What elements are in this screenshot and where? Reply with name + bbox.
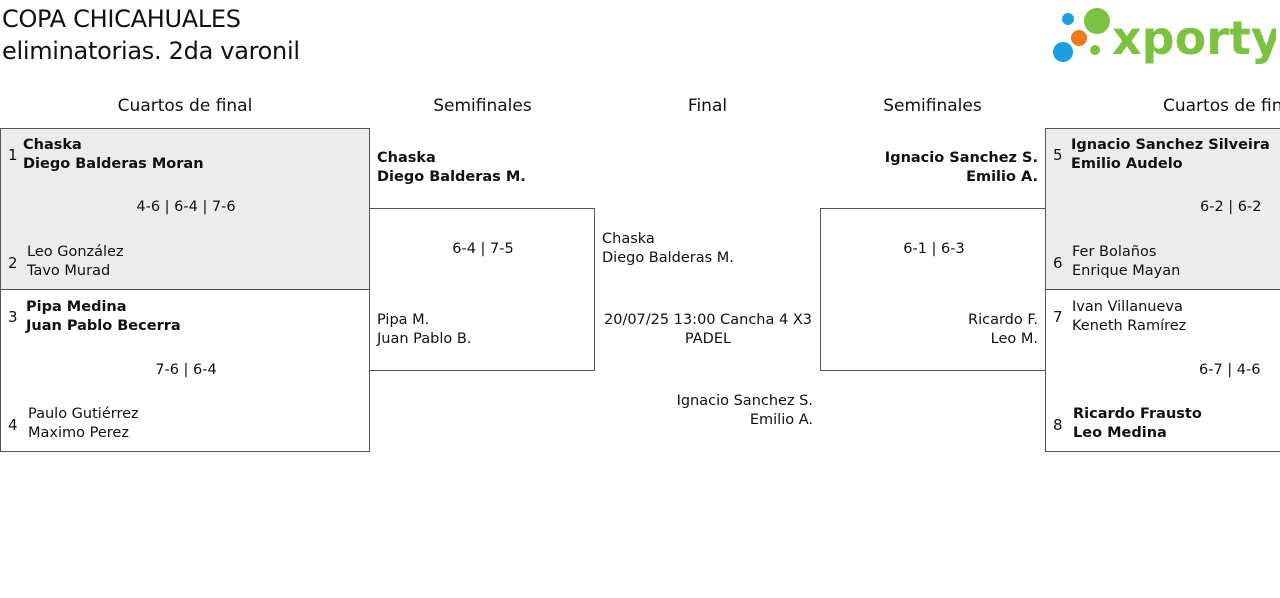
team-top: Ignacio Sanchez Silveira Emilio Audelo xyxy=(1071,136,1270,174)
seed-number: 6 xyxy=(1053,254,1063,272)
title-line-2: eliminatorias. 2da varonil xyxy=(2,37,300,65)
round-header-right-quarterfinals: Cuartos de final xyxy=(1163,96,1280,116)
player-name: Juan Pablo Becerra xyxy=(26,318,181,334)
match-left-quarterfinal-2[interactable]: 3 Pipa Medina Juan Pablo Becerra 7-6 | 6… xyxy=(0,289,370,452)
match-left-quarterfinal-1[interactable]: 1 Chaska Diego Balderas Moran 4-6 | 6-4 … xyxy=(0,128,370,290)
player-name: Chaska xyxy=(602,231,655,247)
match-score: 4-6 | 6-4 | 7-6 xyxy=(136,199,236,215)
final-sport: PADEL xyxy=(684,331,732,347)
seed-number: 4 xyxy=(8,416,18,434)
match-score: 6-7 | 4-6 xyxy=(1199,362,1261,378)
final-team-top: Chaska Diego Balderas M. xyxy=(602,230,734,268)
player-name: Enrique Mayan xyxy=(1072,263,1181,279)
seed-number: 7 xyxy=(1053,308,1063,326)
match-score: 6-1 | 6-3 xyxy=(903,241,965,257)
player-name: Fer Bolaños xyxy=(1072,244,1157,260)
team-top: Ivan Villanueva Keneth Ramírez xyxy=(1072,298,1186,336)
match-left-semifinal[interactable]: 6-4 | 7-5 Pipa M. Juan Pablo B. xyxy=(369,208,595,371)
match-right-semifinal[interactable]: 6-1 | 6-3 Ricardo F. Leo M. xyxy=(820,208,1046,371)
player-name: Chaska xyxy=(23,137,82,153)
player-name: Ricardo Frausto xyxy=(1073,406,1202,422)
round-header-final: Final xyxy=(687,96,728,116)
title-line-1: COPA CHICAHUALES xyxy=(2,5,241,33)
player-name: Diego Balderas Moran xyxy=(23,156,204,172)
player-name: Leo M. xyxy=(990,331,1038,347)
seed-number: 2 xyxy=(8,254,18,272)
xporty-logo: xporty xyxy=(1050,4,1280,66)
player-name: Leo González xyxy=(27,244,124,260)
page-title: COPA CHICAHUALES eliminatorias. 2da varo… xyxy=(2,3,300,67)
logo-dot-blue-small xyxy=(1062,13,1074,25)
match-right-quarterfinal-2[interactable]: 7 Ivan Villanueva Keneth Ramírez 6-7 | 4… xyxy=(1045,289,1280,452)
match-score: 7-6 | 6-4 xyxy=(155,362,217,378)
round-header-right-semifinals: Semifinales xyxy=(883,96,982,116)
match-score: 6-2 | 6-2 xyxy=(1200,199,1262,215)
logo-dot-green-small xyxy=(1090,45,1100,55)
right-semifinal-team-top: Ignacio Sanchez S. Emilio A. xyxy=(820,149,1038,187)
final-team-bottom: Ignacio Sanchez S. Emilio A. xyxy=(596,392,813,430)
seed-number: 1 xyxy=(8,146,18,164)
player-name: Tavo Murad xyxy=(27,263,111,279)
player-name: Chaska xyxy=(377,150,436,166)
player-name: Pipa M. xyxy=(377,312,430,328)
team-bottom: Leo González Tavo Murad xyxy=(27,243,124,281)
left-semifinal-team-top: Chaska Diego Balderas M. xyxy=(377,149,526,187)
round-header-left-semifinals: Semifinales xyxy=(433,96,532,116)
player-name: Ivan Villanueva xyxy=(1072,299,1183,315)
team-bottom: Paulo Gutiérrez Maximo Perez xyxy=(28,405,139,443)
round-header-left-quarterfinals: Cuartos de final xyxy=(117,96,253,116)
team-bottom: Ricardo Frausto Leo Medina xyxy=(1073,405,1202,443)
player-name: Emilio A. xyxy=(749,412,813,428)
final-date-court: 20/07/25 13:00 Cancha 4 X3 xyxy=(604,312,812,328)
player-name: Diego Balderas M. xyxy=(377,169,526,185)
player-name: Diego Balderas M. xyxy=(602,250,734,266)
player-name: Emilio A. xyxy=(966,169,1038,185)
logo-dot-green xyxy=(1084,8,1110,34)
player-name: Juan Pablo B. xyxy=(377,331,472,347)
seed-number: 8 xyxy=(1053,416,1063,434)
left-semifinal-team-bottom: Pipa M. Juan Pablo B. xyxy=(377,311,471,349)
seed-number: 5 xyxy=(1053,146,1063,164)
team-top: Chaska Diego Balderas Moran xyxy=(23,136,204,174)
final-match-info: 20/07/25 13:00 Cancha 4 X3 PADEL xyxy=(596,311,820,349)
match-right-quarterfinal-1[interactable]: 5 Ignacio Sanchez Silveira Emilio Audelo… xyxy=(1045,128,1280,290)
logo-dot-orange xyxy=(1071,30,1087,46)
player-name: Paulo Gutiérrez xyxy=(28,406,139,422)
logo-wordmark: xporty xyxy=(1112,11,1276,65)
player-name: Keneth Ramírez xyxy=(1072,318,1187,334)
player-name: Ignacio Sanchez Silveira xyxy=(1071,137,1270,153)
player-name: Leo Medina xyxy=(1073,425,1167,441)
team-bottom: Fer Bolaños Enrique Mayan xyxy=(1072,243,1180,281)
player-name: Ignacio Sanchez S. xyxy=(884,150,1038,166)
player-name: Maximo Perez xyxy=(28,425,129,441)
player-name: Emilio Audelo xyxy=(1071,156,1183,172)
seed-number: 3 xyxy=(8,308,18,326)
player-name: Pipa Medina xyxy=(26,299,127,315)
match-score: 6-4 | 7-5 xyxy=(452,241,514,257)
xporty-logo-mark: xporty xyxy=(1053,8,1280,65)
player-name: Ricardo F. xyxy=(968,312,1038,328)
player-name: Ignacio Sanchez S. xyxy=(676,393,813,409)
logo-dot-blue-large xyxy=(1053,42,1073,62)
right-semifinal-team-bottom: Ricardo F. Leo M. xyxy=(821,311,1038,349)
team-top: Pipa Medina Juan Pablo Becerra xyxy=(26,298,181,336)
